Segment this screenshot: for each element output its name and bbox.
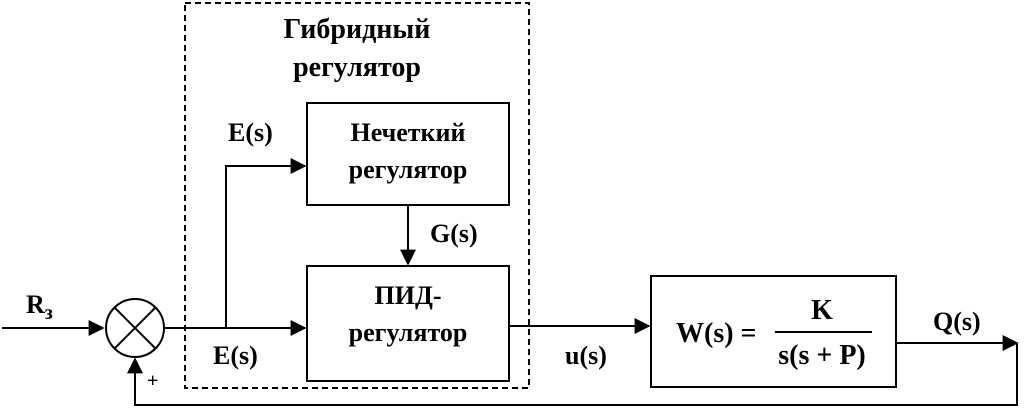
control-signal-label: u(s) bbox=[565, 341, 607, 370]
error-signal-label-bottom: E(s) bbox=[213, 341, 258, 370]
hybrid-regulator-title-line2: регулятор bbox=[293, 52, 421, 83]
hybrid-regulator-title-line1: Гибридный bbox=[284, 14, 431, 45]
error-signal-label-top: E(s) bbox=[228, 118, 273, 147]
plant-transfer-function-lhs: W(s) = bbox=[676, 318, 757, 349]
fuzzy-regulator-label-line2: регулятор bbox=[349, 155, 468, 184]
feedback-arrow bbox=[127, 343, 1018, 406]
summing-junction-cross-b bbox=[113, 306, 157, 350]
pid-regulator-label-line2: регулятор bbox=[349, 318, 468, 347]
pid-regulator-block bbox=[306, 265, 510, 382]
plant-denominator: s(s + P) bbox=[778, 340, 866, 371]
hybrid-regulator-boundary bbox=[184, 2, 530, 389]
plant-numerator: K bbox=[811, 295, 833, 326]
fuzzy-regulator-label-line1: Нечеткий bbox=[350, 118, 465, 147]
pid-regulator-label-line1: ПИД- bbox=[375, 281, 442, 310]
feedback-sign-label: + bbox=[147, 370, 158, 392]
reference-signal-label: Rз bbox=[26, 290, 53, 324]
error-to-fuzzy-arrow bbox=[225, 158, 307, 328]
gain-signal-label: G(s) bbox=[430, 219, 478, 248]
output-signal-label: Q(s) bbox=[933, 307, 981, 336]
